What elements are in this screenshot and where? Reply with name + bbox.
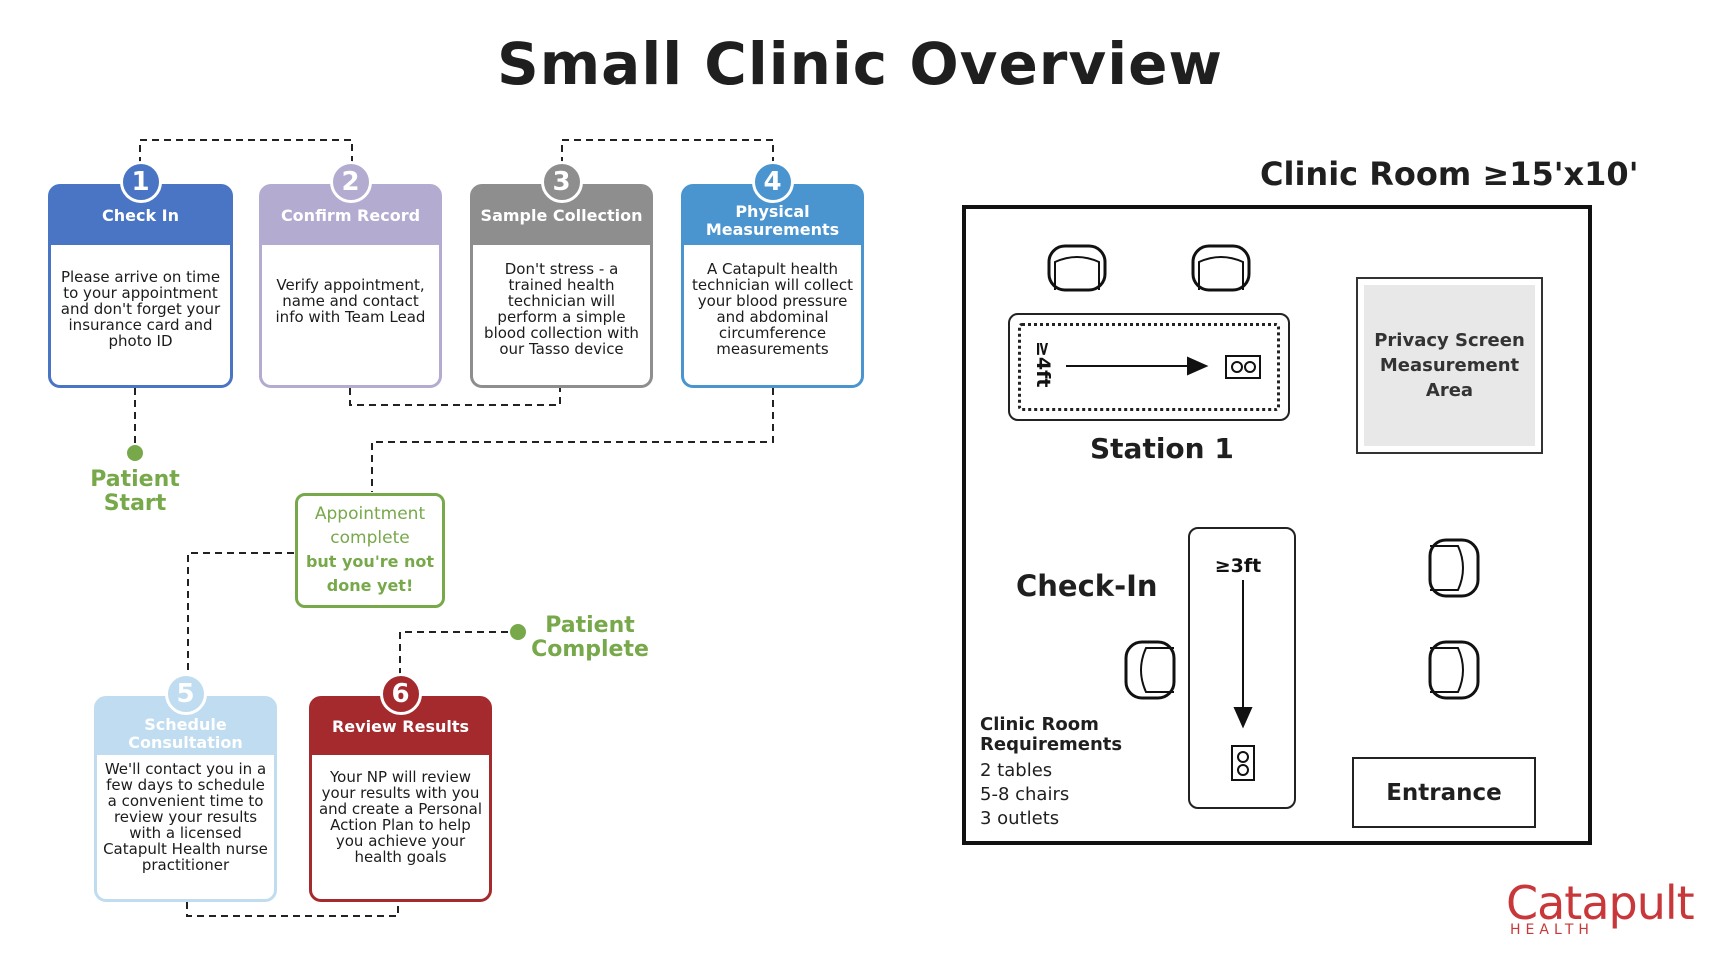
step-title: Check In bbox=[101, 206, 180, 225]
logo-word: Catapult bbox=[1506, 876, 1695, 930]
step-card-check-in: Check In 1 Please arrive on time to your… bbox=[48, 161, 233, 388]
step-description: Your NP will review your results with yo… bbox=[318, 768, 483, 866]
table-width-label: ≥3ft bbox=[1214, 555, 1262, 577]
page-title: Small Clinic Overview bbox=[496, 30, 1224, 98]
checkin-label: Check-In bbox=[1016, 569, 1158, 603]
chair-icon bbox=[1428, 640, 1480, 700]
step-title: Review Results bbox=[331, 717, 470, 736]
step-card-sample-collection: Sample Collection 3 Don't stress - a tra… bbox=[470, 161, 653, 388]
step-description: Don't stress - a trained health technici… bbox=[484, 260, 639, 358]
checkin-table bbox=[1188, 527, 1296, 809]
requirements-list: 2 tables 5-8 chairs 3 outlets bbox=[980, 759, 1069, 831]
privacy-screen-area: Privacy Screen Measurement Area bbox=[1356, 277, 1543, 454]
privacy-screen-label: Privacy Screen Measurement Area bbox=[1364, 285, 1535, 446]
step-description: We'll contact you in a few days to sched… bbox=[103, 760, 268, 874]
step-card-schedule-consultation: Schedule Consultation 5 We'll contact yo… bbox=[94, 673, 277, 902]
outlet-icon bbox=[1225, 355, 1261, 379]
table-dotted-border bbox=[1018, 323, 1280, 411]
requirement-item: 2 tables bbox=[980, 760, 1053, 781]
step-number-badge: 4 bbox=[751, 161, 794, 203]
step-header: Physical Measurements bbox=[684, 187, 861, 245]
step-card-confirm-record: Confirm Record 2 Verify appointment, nam… bbox=[259, 161, 442, 388]
clinic-room-floorplan bbox=[962, 205, 1592, 845]
step-title: Sample Collection bbox=[480, 206, 643, 225]
step-title: Schedule Consultation bbox=[128, 715, 243, 752]
appointment-complete-box: Appointment complete but you're not done… bbox=[295, 493, 445, 608]
step-number-badge: 6 bbox=[379, 673, 422, 715]
step-header: Confirm Record bbox=[262, 187, 439, 245]
room-title: Clinic Room ≥15'x10' bbox=[1260, 155, 1639, 193]
chair-icon bbox=[1428, 538, 1480, 598]
patient-complete-label: Patient Complete bbox=[531, 613, 649, 662]
step-card-review-results: Review Results 6 Your NP will review you… bbox=[309, 673, 492, 902]
station-label: Station 1 bbox=[1090, 432, 1234, 465]
requirement-item: 5-8 chairs bbox=[980, 784, 1070, 805]
step-description: Verify appointment, name and contact inf… bbox=[275, 276, 426, 326]
outlet-icon bbox=[1231, 745, 1255, 781]
appointment-complete-text: Appointment complete bbox=[314, 504, 426, 548]
step-title: Confirm Record bbox=[280, 206, 421, 225]
step-card-physical-measurements: Physical Measurements 4 A Catapult healt… bbox=[681, 161, 864, 388]
step-number-badge: 1 bbox=[119, 161, 162, 203]
step-header: Check In bbox=[51, 187, 230, 245]
step-number-badge: 2 bbox=[329, 161, 372, 203]
step-header: Schedule Consultation bbox=[97, 699, 274, 755]
requirement-item: 3 outlets bbox=[980, 808, 1060, 829]
table-width-label: ≥4ft bbox=[1032, 341, 1054, 388]
patient-start-label: Patient Start bbox=[90, 467, 180, 516]
step-description: A Catapult health technician will collec… bbox=[691, 260, 854, 358]
entrance-label: Entrance bbox=[1386, 779, 1502, 806]
entrance-box: Entrance bbox=[1352, 757, 1536, 828]
step-header: Sample Collection bbox=[473, 187, 650, 245]
step-title: Physical Measurements bbox=[705, 202, 840, 239]
appointment-not-done-text: but you're not done yet! bbox=[305, 552, 435, 595]
logo-subtitle: HEALTH bbox=[1510, 922, 1594, 938]
step-description: Please arrive on time to your appointmen… bbox=[60, 268, 221, 350]
station-table bbox=[1008, 313, 1290, 421]
step-number-badge: 3 bbox=[540, 161, 583, 203]
chair-icon bbox=[1124, 640, 1176, 700]
chair-icon bbox=[1047, 244, 1107, 292]
catapult-health-logo: Catapult HEALTH bbox=[1506, 878, 1695, 938]
step-number-badge: 5 bbox=[164, 673, 207, 715]
chair-icon bbox=[1191, 244, 1251, 292]
requirements-title: Clinic Room Requirements bbox=[980, 714, 1123, 755]
